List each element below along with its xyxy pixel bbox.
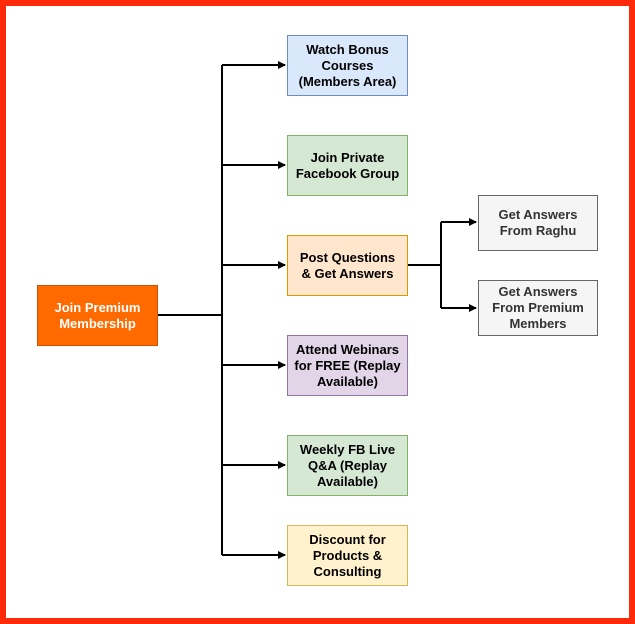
answers-from-premium-members-label: Get Answers From Premium Members (492, 284, 584, 331)
post-questions-node: Post Questions & Get Answers (287, 235, 408, 296)
attend-webinars-node: Attend Webinars for FREE (Replay Availab… (287, 335, 408, 396)
join-premium-membership-node: Join Premium Membership (37, 285, 158, 346)
join-premium-membership-label: Join Premium Membership (54, 299, 141, 331)
weekly-fb-live-node: Weekly FB Live Q&A (Replay Available) (287, 435, 408, 496)
answers-from-raghu-node: Get Answers From Raghu (478, 195, 598, 251)
attend-webinars-label: Attend Webinars for FREE (Replay Availab… (294, 341, 401, 389)
join-private-facebook-group-label: Join Private Facebook Group (295, 149, 400, 181)
answers-from-premium-members-node: Get Answers From Premium Members (478, 280, 598, 336)
answers-from-raghu-label: Get Answers From Raghu (498, 207, 578, 238)
watch-bonus-courses-node: Watch Bonus Courses (Members Area) (287, 35, 408, 96)
join-private-facebook-group-node: Join Private Facebook Group (287, 135, 408, 196)
discount-label: Discount for Products & Consulting (309, 531, 386, 579)
weekly-fb-live-label: Weekly FB Live Q&A (Replay Available) (299, 441, 396, 489)
post-questions-label: Post Questions & Get Answers (299, 249, 396, 281)
watch-bonus-courses-label: Watch Bonus Courses (Members Area) (298, 41, 397, 89)
discount-node: Discount for Products & Consulting (287, 525, 408, 586)
